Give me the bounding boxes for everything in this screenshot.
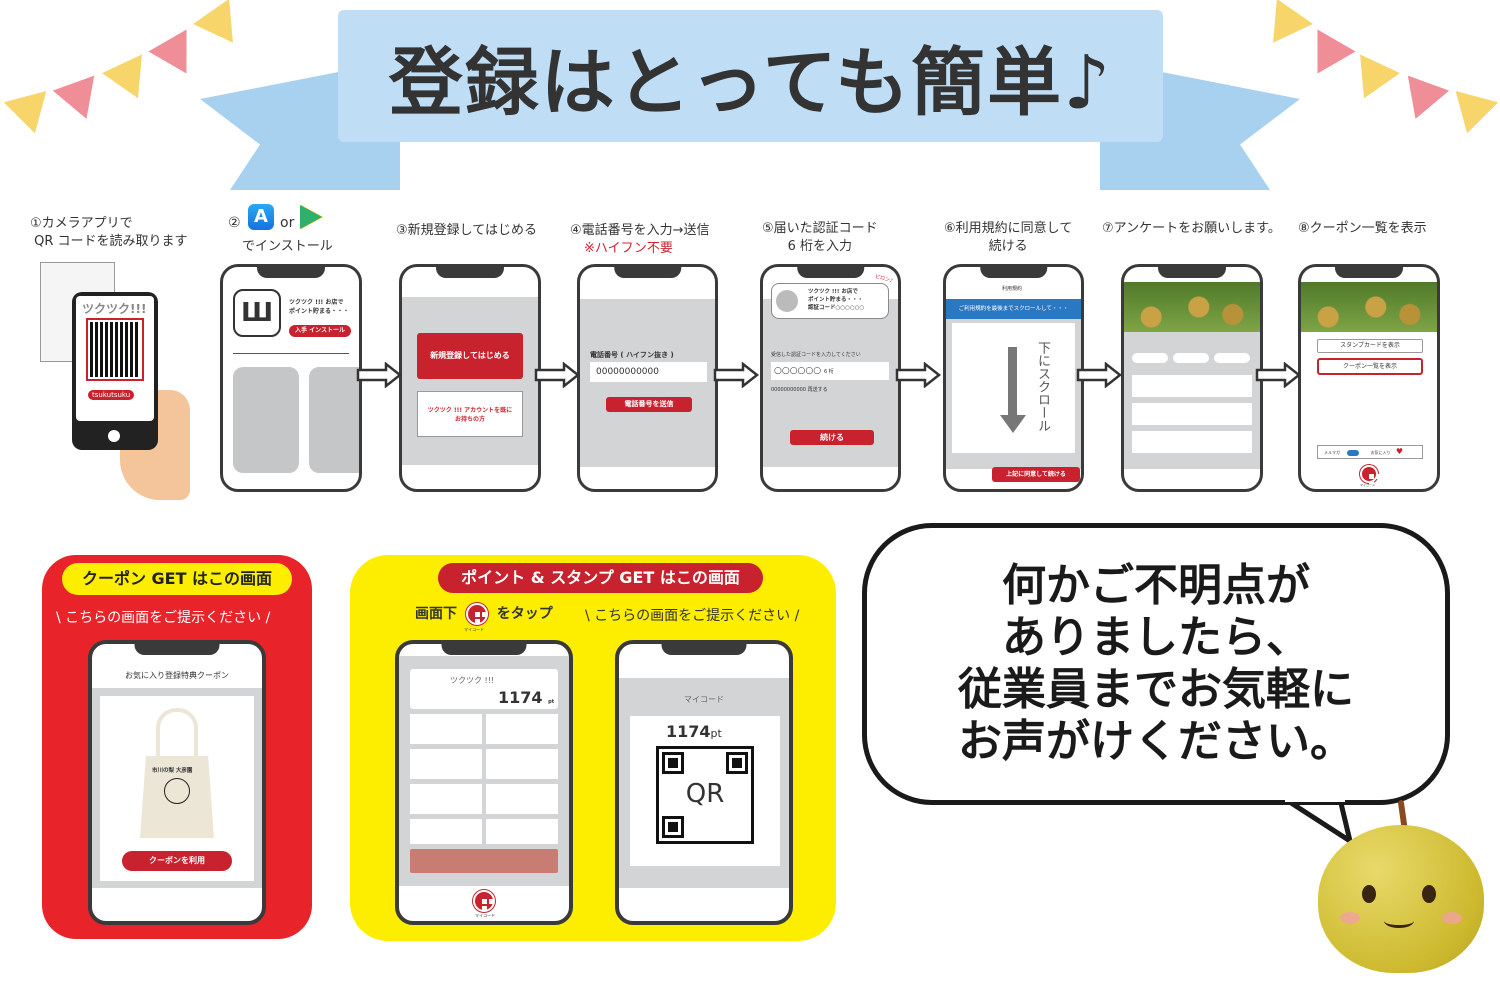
phone-step-8: スタンプカードを表示 クーポン一覧を表示 メルマガ お気に入り ♥ マイコード	[1298, 264, 1440, 492]
arrow-icon	[713, 362, 759, 388]
use-coupon-button[interactable]: クーポンを利用	[122, 851, 232, 871]
coupon-instruction: \ こちらの画面をご提示ください /	[56, 610, 271, 626]
existing-account-button[interactable]: ツクツク !!! アカウントを既に お持ちの方	[417, 391, 523, 437]
brand-name: ツクツク !!!	[450, 676, 495, 685]
pear-orchard-photo	[1301, 282, 1437, 332]
coupon-header: お気に入り登録特典クーポン	[125, 671, 229, 680]
phone-field-label: 電話番号 ( ハイフン抜き )	[590, 351, 674, 359]
points-value: 1174 pt	[498, 688, 555, 707]
coupon-panel: クーポン GET はこの画面 \ こちらの画面をご提示ください / お気に入り登…	[42, 555, 312, 939]
coupon-list-button[interactable]: クーポン一覧を表示	[1317, 358, 1423, 375]
terms-title: 利用規約	[1002, 286, 1023, 292]
mailmag-toggle[interactable]	[1347, 450, 1360, 456]
point-instruction: \ こちらの画面をご提示ください /	[585, 608, 800, 624]
points-value: 1174pt	[666, 722, 722, 741]
page-title: 登録はとっても簡単♪	[388, 39, 1113, 126]
code-input[interactable]: ○○○○○○ 6 桁	[771, 362, 889, 380]
step-8-label: ⑧クーポン一覧を表示	[1298, 221, 1427, 236]
code-prompt: 受信した認証コードを入力してください	[771, 352, 861, 358]
step-1-label: ①カメラアプリで QR コードを読み取ります	[30, 216, 188, 249]
send-phone-button[interactable]: 電話番号を送信	[606, 397, 692, 412]
phone-step-4: 電話番号 ( ハイフン抜き ) 00000000000 電話番号を送信	[577, 264, 718, 492]
points-phone: ツクツク !!! 1174 pt マイコード	[395, 640, 573, 925]
tap-instruction: 画面下 をタップ	[415, 603, 553, 625]
bubble-tail-mask	[1285, 796, 1345, 802]
step-6-label: ⑥利用規約に同意して 続ける	[944, 221, 1073, 254]
pear-orchard-photo	[1124, 282, 1260, 332]
arrow-icon	[534, 362, 580, 388]
phone-step-2: Ш ツクツク !!! お店で ポイント貯まる・・・ 入手 インストール	[220, 264, 362, 492]
install-button[interactable]: 入手 インストール	[289, 325, 351, 337]
step-7-label: ⑦アンケートをお願いします。	[1102, 221, 1281, 236]
mycode-icon[interactable]	[473, 890, 495, 912]
brand-sub: tsukutsuku	[88, 390, 135, 400]
phone-step-5: ピロン♪ ツクツク !!! お店で ポイント貯まる・・・ 認証コード○○○○○○…	[760, 264, 901, 492]
mycode-icon	[465, 603, 488, 625]
bag-text: 市川の梨 大彦園	[152, 768, 193, 774]
google-play-icon[interactable]	[300, 205, 322, 229]
step-4-label: ④電話番号を入力→送信 ※ハイフン不要	[570, 222, 710, 258]
agree-button[interactable]: 上記に同意して続ける	[992, 467, 1080, 482]
help-speech-bubble: 何かご不明点が ありましたら、 従業員までお気軽に お声がけください。	[862, 523, 1450, 805]
phone-number-input[interactable]: 00000000000	[590, 362, 707, 382]
phone-step-6: 利用規約 ご利用規約を最後までスクロールして・・・ 下にスクロール 上記に同意し…	[943, 264, 1084, 492]
mycode-title: マイコード	[684, 695, 724, 704]
settings-bar: メルマガ お気に入り ♥	[1317, 445, 1423, 459]
step-2-label: でインストール	[242, 239, 333, 254]
step-4-title: ④電話番号を入力→送信	[570, 223, 710, 238]
step-5-label: ⑤届いた認証コード 6 桁を入力	[762, 221, 878, 254]
resend-link[interactable]: 00000000000 再送する	[771, 387, 828, 393]
brand-logo: ツクツク!!!	[82, 302, 147, 316]
mycode-icon[interactable]	[1360, 465, 1378, 483]
point-panel-title: ポイント & スタンプ GET はこの画面	[438, 563, 763, 593]
scroll-hint: 下にスクロール	[1035, 341, 1050, 432]
continue-button[interactable]: 続ける	[790, 430, 874, 445]
mycode-phone: マイコード 1174pt QR	[615, 640, 793, 925]
terms-banner: ご利用規約を最後までスクロールして・・・	[946, 299, 1081, 319]
step-3-label: ③新規登録してはじめる	[396, 223, 538, 238]
sms-notification: ツクツク !!! お店で ポイント貯まる・・・ 認証コード○○○○○○	[771, 283, 889, 319]
title-banner: 登録はとっても簡単♪	[338, 10, 1163, 142]
terms-scroll-area[interactable]: 下にスクロール	[952, 323, 1075, 453]
step-2-number: ②	[228, 215, 241, 231]
app-name: ツクツク !!! お店で ポイント貯まる・・・	[289, 299, 350, 315]
app-store-icon[interactable]: A	[248, 204, 274, 230]
app-icon: Ш	[233, 289, 281, 337]
arrow-icon	[895, 362, 941, 388]
register-button[interactable]: 新規登録してはじめる	[417, 333, 523, 379]
coupon-phone: お気に入り登録特典クーポン 市川の梨 大彦園 クーポンを利用	[88, 640, 266, 925]
or-label: or	[280, 215, 295, 231]
point-panel: ポイント & スタンプ GET はこの画面 画面下 をタップ マイコード \ こ…	[350, 555, 836, 941]
coupon-panel-title: クーポン GET はこの画面	[62, 563, 292, 595]
arrow-icon	[1076, 362, 1122, 388]
stamp-card-button[interactable]: スタンプカードを表示	[1317, 339, 1423, 353]
step-4-note: ※ハイフン不要	[584, 241, 673, 256]
phone-step-7	[1121, 264, 1263, 492]
qr-code	[86, 318, 144, 381]
down-arrow-icon	[1008, 347, 1017, 417]
arrow-icon	[1255, 362, 1301, 388]
qr-code: QR	[656, 746, 754, 844]
arrow-icon	[356, 362, 402, 388]
heart-icon[interactable]: ♥	[1395, 447, 1404, 456]
phone-step-3: 新規登録してはじめる ツクツク !!! アカウントを既に お持ちの方	[399, 264, 541, 492]
